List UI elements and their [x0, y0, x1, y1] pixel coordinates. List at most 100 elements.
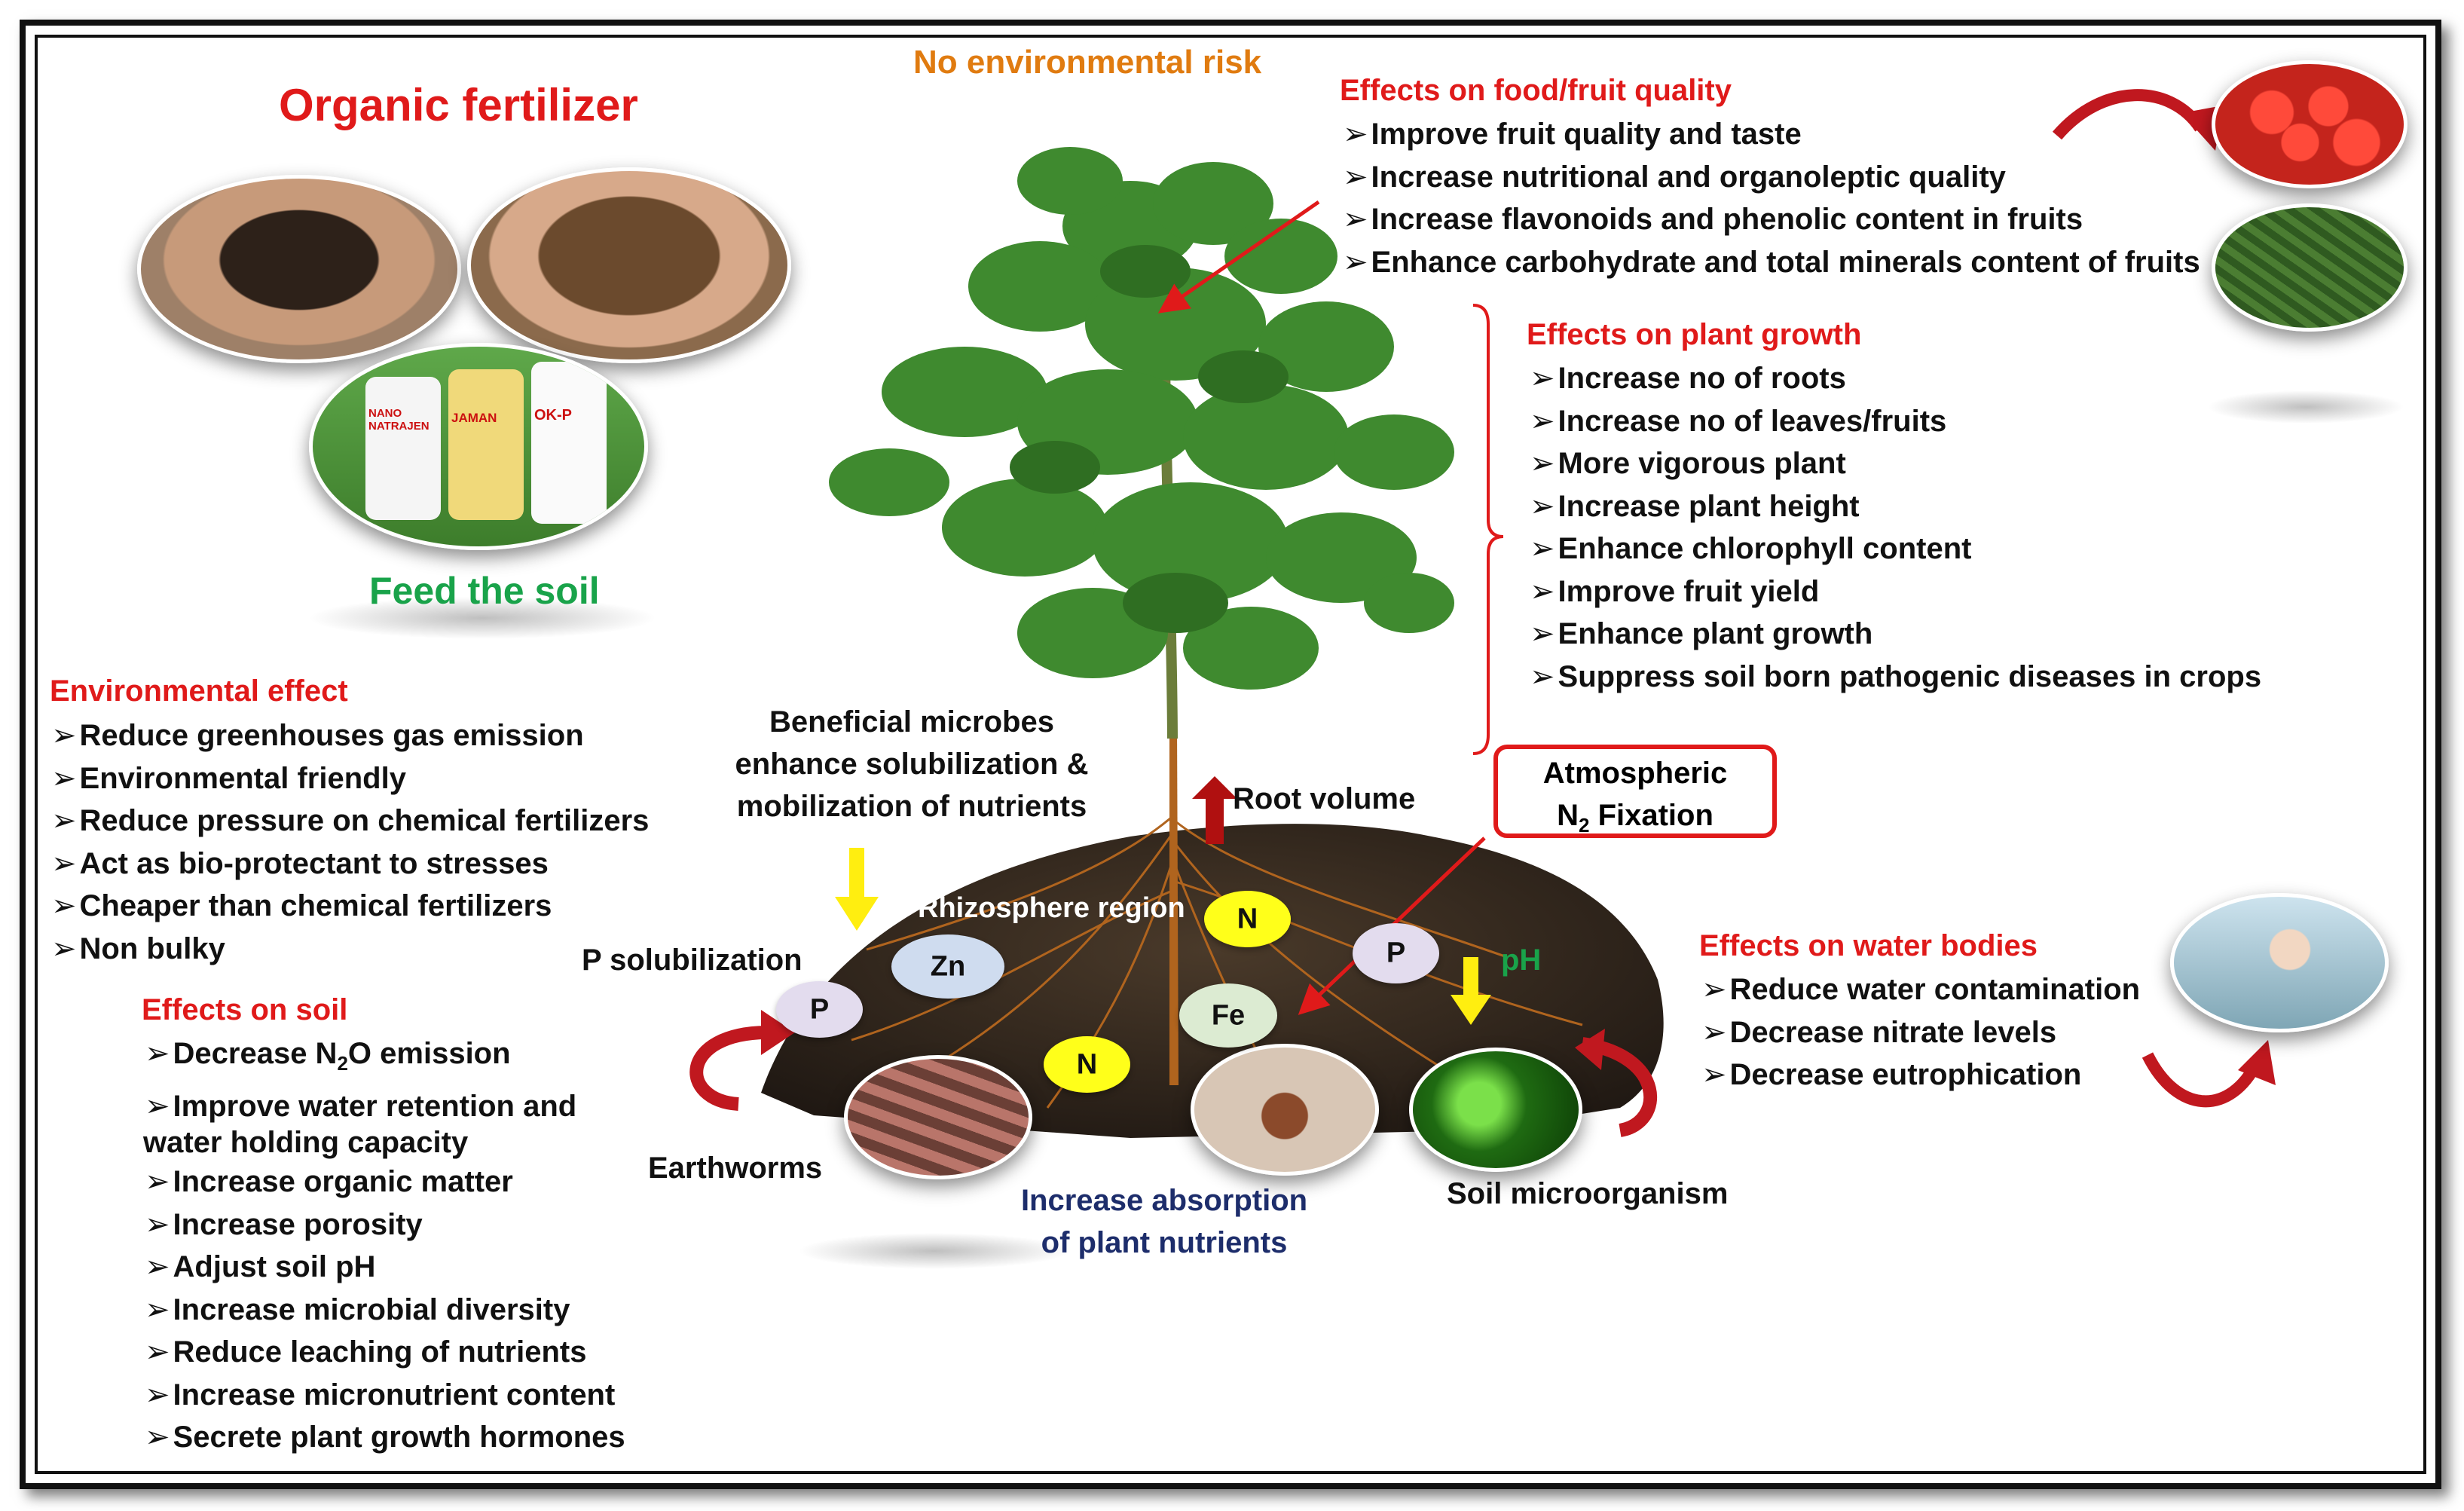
phosphorus-text: P [809, 993, 830, 1025]
plant-growth-heading: Effects on plant growth [1527, 318, 1862, 351]
n2-subscript: 2 [1578, 814, 1590, 837]
water-curve-arrow [2141, 1052, 2263, 1108]
list-item: Reduce pressure on chemical fertilizers [51, 800, 650, 843]
list-item: Increase flavonoids and phenolic content… [1343, 198, 2200, 241]
outer-frame [20, 20, 2441, 1489]
environmental-list: Reduce greenhouses gas emission Environm… [51, 714, 650, 971]
list-item: Increase no of leaves/fruits [1530, 400, 2261, 443]
list-item: Enhance carbohydrate and total minerals … [1343, 241, 2200, 284]
soil-mound [761, 824, 1664, 1138]
earthworms-photo [844, 1055, 1032, 1179]
photo-shadow [309, 597, 656, 639]
list-item: Improve water retention and [145, 1085, 577, 1128]
water-list: Reduce water contamination Decrease nitr… [1701, 968, 2141, 1097]
list-item: Increase micronutrient content [145, 1374, 625, 1417]
bottle: NANO NATRAJEN [365, 377, 441, 520]
list-item: Increase organic matter [145, 1161, 625, 1204]
plant-foliage-dark [1010, 245, 1289, 633]
n2-line2: N2 Fixation [1498, 794, 1772, 846]
list-item: Reduce greenhouses gas emission [51, 714, 649, 757]
absorption-line: Increase absorption [1020, 1184, 1308, 1217]
list-item: Increase microbial diversity [145, 1289, 625, 1332]
list-item: Improve fruit quality and taste [1343, 113, 2200, 156]
absorption-line: of plant nutrients [1041, 1226, 1288, 1259]
compost-hands-photo [137, 175, 461, 363]
microbes-label: Beneficial microbes enhance solubilizati… [723, 701, 1100, 827]
child-drinking-water-photo [2170, 893, 2389, 1032]
root-volume-label: Root volume [1233, 782, 1416, 815]
zinc-oval: Zn [891, 934, 1004, 999]
microbes-line: Beneficial microbes [769, 705, 1054, 739]
nitrogen-oval: N [1204, 891, 1291, 947]
bottle: OK-P [531, 362, 607, 524]
page-title: Organic fertilizer [279, 80, 638, 130]
list-item: Reduce leaching of nutrients [145, 1331, 625, 1374]
nitrogen-text: N [1237, 903, 1258, 934]
phosphorus-oval: P [1353, 923, 1439, 983]
bottle: JAMAN [448, 369, 524, 520]
food-arrow [1157, 200, 1320, 314]
liquid-fertilizer-photo: NANO NATRAJEN JAMAN OK-P [309, 343, 648, 550]
soil-microorganism-photo [1409, 1048, 1582, 1172]
n2o-subscript: 2 [337, 1052, 348, 1075]
list-item: Secrete plant growth hormones [145, 1416, 625, 1459]
list-item: Enhance chlorophyll content [1530, 528, 2261, 570]
list-item: Decrease N2O emission [145, 1032, 576, 1085]
phosphorus-text: P [1386, 937, 1406, 969]
list-item: Enhance plant growth [1530, 613, 2261, 656]
food-quality-list: Improve fruit quality and taste Increase… [1343, 113, 2200, 283]
list-item: Decrease nitrate levels [1701, 1011, 2140, 1054]
microbes-yellow-arrow [835, 848, 879, 931]
environmental-heading: Environmental effect [50, 674, 348, 708]
water-heading: Effects on water bodies [1699, 929, 2038, 962]
list-item: Increase porosity [145, 1204, 625, 1246]
microbes-line: enhance solubilization & [735, 748, 1089, 781]
earthworms-label: Earthworms [648, 1152, 823, 1185]
tomatoes-photo [2212, 60, 2407, 188]
inner-frame [35, 35, 2426, 1474]
list-item: Increase no of roots [1530, 357, 2261, 400]
n2-suffix: Fixation [1589, 799, 1713, 832]
ph-label: pH [1501, 944, 1542, 977]
list-item: Suppress soil born pathogenic diseases i… [1530, 656, 2262, 699]
microorganism-curve-arrow [1581, 1037, 1658, 1137]
list-item: Non bulky [51, 928, 649, 971]
list-item: Decrease eutrophication [1701, 1054, 2140, 1097]
iron-text: Fe [1211, 999, 1246, 1031]
n2o-suffix: O emission [347, 1037, 511, 1070]
list-item: Increase plant height [1530, 485, 2261, 528]
root-volume-arrow [1192, 776, 1237, 844]
list-item: Increase nutritional and organoleptic qu… [1343, 156, 2200, 199]
n2o-prefix: Decrease N [173, 1037, 338, 1070]
list-item: Adjust soil pH [145, 1246, 625, 1289]
plant-stem [1169, 723, 1179, 1085]
n2-line1: Atmospheric [1542, 757, 1728, 790]
feed-soil-label: Feed the soil [369, 570, 600, 612]
microorganism-curve-head [1575, 1029, 1605, 1070]
soil-effects-heading: Effects on soil [142, 993, 348, 1026]
iron-oval: Fe [1179, 983, 1277, 1048]
list-item: Act as bio-protectant to stresses [51, 843, 649, 885]
list-item: More vigorous plant [1530, 442, 2261, 485]
nitrogen-oval: N [1044, 1036, 1130, 1093]
list-item: Reduce water contamination [1701, 968, 2141, 1011]
plant-growth-list: Increase no of roots Increase no of leav… [1530, 357, 2262, 699]
p-solubilization-label: P solubilization [582, 944, 802, 977]
list-item: Environmental friendly [51, 757, 649, 800]
soil-hands-photo [467, 167, 791, 363]
ph-yellow-arrow [1451, 957, 1491, 1025]
absorption-label: Increase absorption of plant nutrients [972, 1179, 1356, 1264]
root-nodules-photo [1191, 1044, 1379, 1176]
soil-effects-list: Decrease N2O emission Improve water rete… [145, 1032, 577, 1128]
list-item: Cheaper than chemical fertilizers [51, 885, 649, 928]
soil-effects-list-cont: Increase organic matter Increase porosit… [145, 1161, 625, 1459]
earthworm-curve-head [761, 1010, 795, 1055]
zinc-text: Zn [930, 950, 966, 982]
bottle-label: OK-P [534, 407, 572, 424]
water-curve-head [2238, 1040, 2276, 1085]
microbes-line: mobilization of nutrients [736, 790, 1087, 823]
rhizosphere-label: Rhizosphere region [918, 892, 1185, 924]
risk-note: No environmental risk [913, 44, 1262, 81]
soil-microorganism-label: Soil microorganism [1447, 1177, 1729, 1210]
